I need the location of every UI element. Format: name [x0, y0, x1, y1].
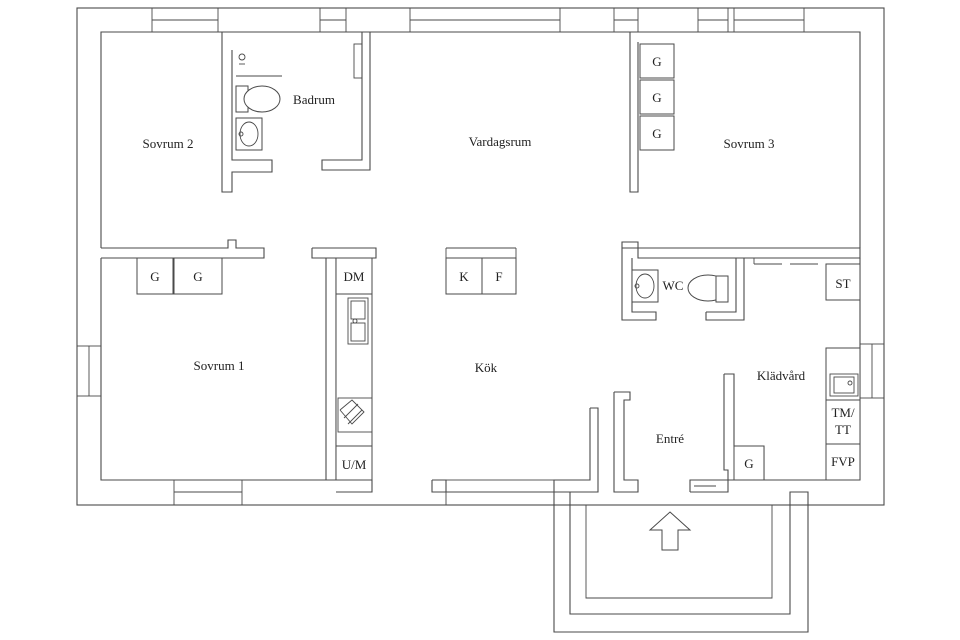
entrance-porch — [553, 491, 809, 633]
toilet-icon — [687, 274, 729, 303]
windows — [76, 7, 885, 506]
badrum-fixtures — [235, 43, 363, 151]
entrance-arrow-icon — [648, 511, 692, 551]
room-label-entre: Entré — [656, 431, 684, 446]
wardrobe-entre: G — [733, 445, 765, 481]
sink-icon — [631, 269, 659, 303]
stove-icon — [337, 397, 373, 433]
wardrobe-label: G — [652, 54, 661, 69]
room-labels: Sovrum 2 Badrum Vardagsrum Sovrum 3 Sovr… — [143, 92, 806, 446]
heat-pump-label: FVP — [831, 454, 855, 469]
room-label-kladvard: Klädvård — [757, 368, 806, 383]
sink-icon — [829, 373, 859, 397]
wardrobes-sovrum3: G G G — [639, 43, 675, 151]
wc-fixtures — [631, 269, 729, 303]
room-label-vardagsrum: Vardagsrum — [469, 134, 532, 149]
dryer-label: TT — [835, 422, 851, 437]
room-label-sovrum-2: Sovrum 2 — [143, 136, 194, 151]
dishwasher-label: DM — [344, 269, 365, 284]
kitchen-island-label-k: K — [459, 269, 469, 284]
washer-label: TM/ — [831, 405, 855, 420]
kitchen-island-label-f: F — [495, 269, 502, 284]
wardrobes-sovrum1: G G — [136, 257, 223, 295]
outer-walls — [76, 7, 885, 506]
kitchen-island: K F — [445, 247, 517, 295]
sink-icon — [235, 117, 263, 151]
sink-icon — [347, 297, 369, 345]
toilet-icon — [235, 85, 281, 113]
room-label-sovrum-3: Sovrum 3 — [724, 136, 775, 151]
wardrobe-label: G — [150, 269, 159, 284]
drying-cabinet-label: ST — [835, 276, 850, 291]
wardrobe-label: G — [652, 90, 661, 105]
room-label-wc: WC — [663, 278, 684, 293]
kitchen-counter: DM U/M — [335, 257, 373, 481]
wardrobe-label: G — [652, 126, 661, 141]
wardrobe-label: G — [193, 269, 202, 284]
fridge-freezer-label: U/M — [342, 457, 367, 472]
wardrobe-label: G — [744, 456, 753, 471]
room-label-sovrum-1: Sovrum 1 — [194, 358, 245, 373]
room-label-kok: Kök — [475, 360, 498, 375]
kladvard-fixtures: ST TM/ TT FVP — [753, 258, 861, 481]
room-label-badrum: Badrum — [293, 92, 335, 107]
